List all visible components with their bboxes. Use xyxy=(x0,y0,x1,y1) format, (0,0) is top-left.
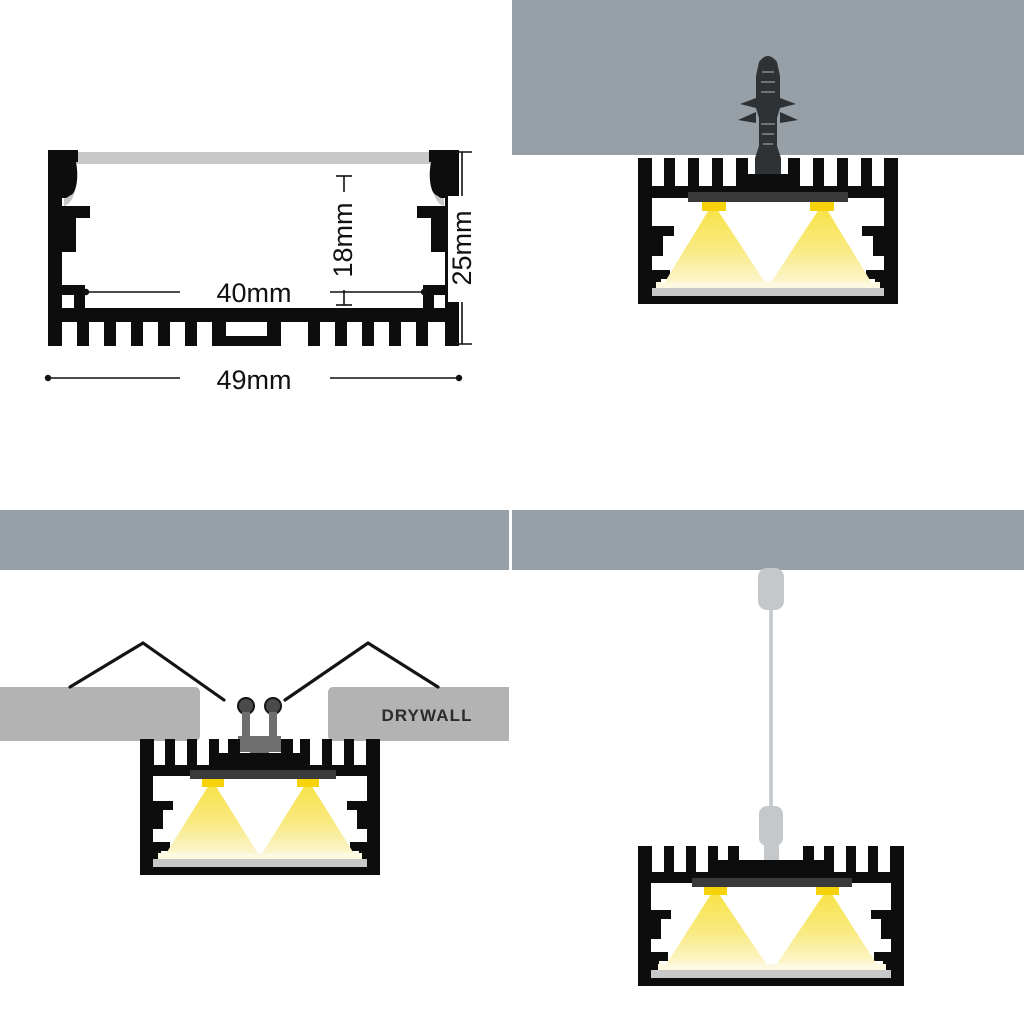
dimension-width-inner: 40mm xyxy=(82,276,428,308)
panel-cross-section-dimensions: 25mm 18mm 40mm 49mm xyxy=(0,0,509,507)
diffuser-cover xyxy=(63,152,444,206)
suspension-kit xyxy=(746,568,797,880)
dimension-label-18mm: 18mm xyxy=(328,202,358,277)
dimension-label-25mm: 25mm xyxy=(447,210,477,285)
led-strip-group xyxy=(688,192,848,211)
panel-suspended-mount xyxy=(512,510,1024,1024)
light-beam-group xyxy=(658,888,886,976)
panel-surface-mount xyxy=(512,0,1024,507)
diffuser-strip xyxy=(153,859,367,867)
light-beam-group xyxy=(656,203,880,294)
clip-pivot-balls xyxy=(237,697,282,715)
heatsink-fins xyxy=(140,739,380,767)
dimension-label-49mm: 49mm xyxy=(216,365,291,395)
dimension-label-40mm: 40mm xyxy=(216,278,291,308)
led-strip-group xyxy=(190,770,336,787)
ceiling-canopy xyxy=(758,568,784,610)
spring-toggle-clips xyxy=(68,641,440,702)
aluminum-profile-outline xyxy=(48,150,459,330)
dimension-width-overall: 49mm xyxy=(44,360,463,396)
diffuser-strip xyxy=(652,288,884,296)
drywall-slab-left xyxy=(0,687,200,741)
lower-connector xyxy=(759,806,783,846)
aluminum-profile-outline xyxy=(638,872,904,986)
ceiling-slab xyxy=(0,510,509,570)
panel-drywall-mount: DRYWALL xyxy=(0,510,509,1024)
heatsink-fins xyxy=(48,322,459,346)
heatsink-fins xyxy=(638,158,898,188)
heatsink-fins xyxy=(638,846,904,874)
light-beam-group xyxy=(158,780,362,865)
ceiling-slab xyxy=(512,510,1024,570)
drywall-slab-right xyxy=(328,687,509,741)
diffuser-strip xyxy=(651,970,891,978)
dimension-height-inner: 18mm xyxy=(328,175,358,306)
drywall-label: DRYWALL xyxy=(381,706,472,725)
led-strip-group xyxy=(692,878,852,895)
dimension-height-overall: 25mm xyxy=(447,151,478,345)
